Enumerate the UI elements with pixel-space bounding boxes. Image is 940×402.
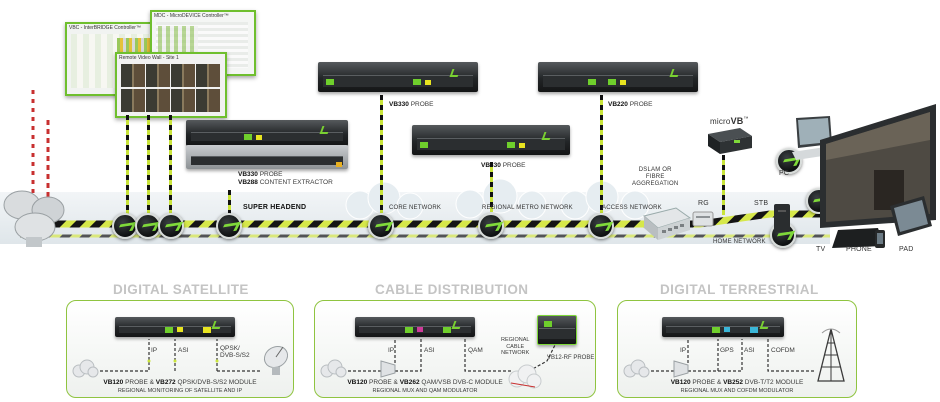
core-probe-label: VB330 PROBE [389,101,434,108]
rg-router-icon [692,211,714,227]
satellite-qpsk-label: QPSK/ DVB-S/S2 [220,345,250,359]
satellite-caption: REGIONAL MONITORING OF SATELLITE AND IP [117,388,243,394]
metro-network-label: REGIONAL METRO NETWORK [482,205,573,211]
microvb-device-icon [708,128,752,154]
satellite-links [85,339,262,372]
content-extractor-label: VB288 CONTENT EXTRACTOR [238,179,333,186]
access-probe-label: VB220 PROBE [608,101,653,108]
link-headend [228,190,231,215]
tv-label: TV [816,246,826,253]
terrestrial-cofdm-label: COFDM [771,347,795,354]
terrestrial-probe-rack [662,317,784,337]
cloud-icon [320,359,347,378]
phone-label: PHONE [846,246,872,253]
transmitter-tower-icon [817,328,845,382]
terrestrial-modules-label: VB120 PROBE & VB252 DVB-T/T2 MODULE [670,379,804,386]
terrestrial-caption: REGIONAL MUX AND COFDM MODULATOR [680,388,794,394]
digital-satellite-title: DIGITAL SATELLITE [113,282,249,297]
terrestrial-panel: IP GPS ASI COFDM VB120 PROBE & VB252 DVB… [617,300,857,398]
satellite-dish-icon [263,345,289,375]
core-network-label: CORE NETWORK [389,205,442,211]
access-network-label: ACCESS NETWORK [602,205,662,211]
access-probe-rack [538,62,698,92]
link-core [380,95,383,213]
headend-probe-rack [186,120,348,146]
regional-cable-network-label: REGIONAL CABLE NETWORK [501,337,530,356]
pc-label: PC [779,170,790,177]
cloud-icon [623,359,650,378]
cable-panel: IP ASI QAM REGIONAL CABLE NETWORK VB12-R… [314,300,596,398]
metro-probe-label: VB330 PROBE [481,162,526,169]
terrestrial-gps-label: GPS [720,347,734,354]
satellite-dishes-icon [3,90,65,247]
link-metro [490,162,493,212]
core-probe-rack [318,62,478,92]
tv-icon [820,104,936,248]
link-microvb [722,155,725,215]
link-screens-2 [147,115,150,215]
cable-caption: REGIONAL MUX AND QAM MODULATOR [372,388,478,394]
super-headend-label: SUPER HEADEND [243,204,307,211]
satellite-modules-label: VB120 PROBE & VB272 QPSK/DVB-S/S2 MODULE [103,379,257,386]
video-wall-title: Remote Video Wall - Site 1 [119,55,179,61]
mdc-screen-title: MDC - MicroDEVICE Controller™ [154,13,229,19]
vbc-screen-title: VBC - InterBRIDGE Controller™ [69,25,141,31]
probe-hub-2 [135,213,161,239]
dslam-label: DSLAM OR FIBRE AGGREGATION [632,167,679,187]
stb-box-icon [774,204,790,232]
video-wall-screen: Remote Video Wall - Site 1 [115,52,227,118]
probe-hub-core [368,213,394,239]
content-extractor-rack [186,145,348,169]
cable-asi-label: ASI [424,347,435,354]
cable-modules-label: VB120 PROBE & VB262 QAM/VSB DVB-C MODULE [347,379,503,386]
link-access [600,95,603,213]
cable-probe-rack [355,317,475,337]
metro-probe-rack [412,125,570,155]
vb12-rf-probe-unit [537,315,577,345]
link-screens-3 [169,115,172,215]
mux-icon [673,360,689,378]
satellite-probe-rack [115,317,235,337]
cable-qam-label: QAM [468,347,483,354]
probe-hub-metro [478,213,504,239]
headend-probe-label: VB330 PROBE [238,171,283,178]
mux-icon [380,360,396,378]
tablet-icon [890,196,932,236]
terrestrial-ip-label: IP [680,347,687,354]
terrestrial-asi-label: ASI [744,347,755,354]
link-screens-1 [126,115,129,215]
satellite-asi-label: ASI [178,347,189,354]
probe-hub-access [588,213,614,239]
cloud-icon [72,359,99,378]
rg-label: RG [698,200,709,207]
dslam-box-icon [642,207,692,240]
phone-icon [875,230,885,248]
satellite-ip-label: IP [151,347,158,354]
vb12-rf-probe-label: VB12-RF PROBE [547,355,595,361]
cable-ip-label: IP [388,347,395,354]
digital-terrestrial-title: DIGITAL TERRESTRIAL [660,282,819,297]
satellite-panel: IP ASI QPSK/ DVB-S/S2 VB120 PROBE & VB27… [66,300,294,398]
regional-cable-cloud-icon [508,364,542,389]
home-network-label: HOME NETWORK [713,239,766,245]
pad-label: PAD [899,246,914,253]
probe-hub-headend [216,213,242,239]
stb-label: STB [754,200,769,207]
probe-hub-3 [158,213,184,239]
microvb-label: microVB™ [710,116,749,126]
cable-distribution-title: CABLE DISTRIBUTION [375,282,529,297]
